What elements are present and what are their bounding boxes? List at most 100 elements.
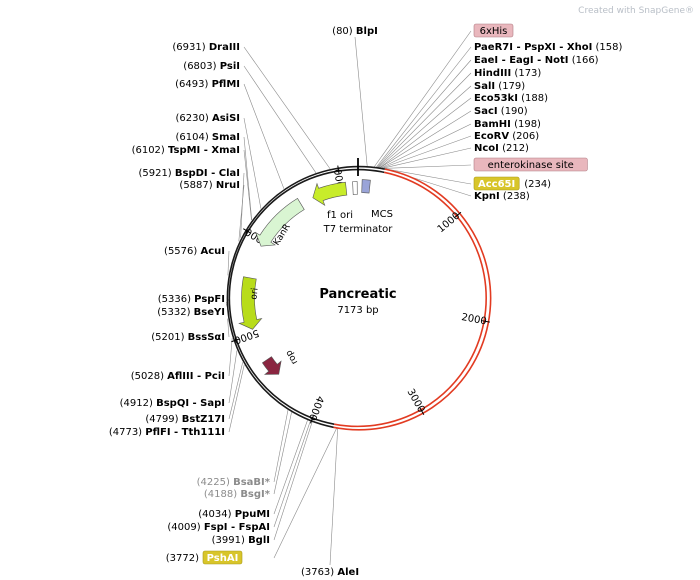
site-text: (4912) BspQI - SapI [120, 398, 225, 409]
site-label-nrui: (5887) NruI [179, 180, 240, 191]
tick-mark [481, 320, 490, 323]
backbone-arc [226, 165, 385, 429]
site-text: (4225) BsaBI* [197, 477, 271, 488]
leader-lines [225, 30, 472, 566]
site-text: (6102) TspMI - XmaI [132, 145, 240, 156]
feature-label-t7-terminator: T7 terminator [323, 224, 394, 235]
site-label-enterokinase-site: enterokinase site [473, 157, 588, 172]
site-label-tspmi-xmai: (6102) TspMI - XmaI [132, 145, 240, 156]
site-label-eaei-eagi-noti: EaeI - EagI - NotI (166) [474, 55, 599, 66]
site-label-saci: SacI (190) [474, 106, 528, 117]
site-label-paer7i-pspxi-xhoi: PaeR7I - PspXI - XhoI (158) [474, 42, 622, 53]
site-label-bgli: (3991) BglI [212, 535, 270, 546]
site-text: (5887) NruI [179, 180, 240, 191]
feature-f1-ori [312, 181, 348, 207]
tick-label: 2000 [460, 312, 487, 327]
feature-label-f1-ori: f1 ori [327, 210, 353, 221]
site-label-bstz17i: (4799) BstZ17I [145, 414, 225, 425]
insert-arc [333, 168, 492, 431]
tick-mark [419, 407, 425, 415]
leader-line [243, 136, 252, 220]
leader-line [379, 110, 472, 169]
leader-line [243, 83, 285, 189]
leader-line [228, 362, 243, 420]
feature-rop [261, 356, 282, 375]
site-label-pspfi: (5336) PspFI [158, 294, 225, 305]
plasmid-name: Pancreatic [319, 287, 396, 302]
leader-line [243, 65, 317, 174]
leader-line [273, 409, 289, 483]
site-text: (3763) AleI [301, 567, 359, 578]
tick-label: 3000 [405, 387, 427, 415]
leader-line [378, 85, 472, 168]
leader-line [243, 117, 262, 209]
site-text: PaeR7I - PspXI - XhoI (158) [474, 42, 622, 53]
site-text: EcoRV (206) [474, 131, 539, 142]
site-text: (4799) BstZ17I [145, 414, 225, 425]
leader-line [381, 135, 472, 169]
site-text: SalI (179) [474, 81, 525, 92]
site-text: (5332) BseYI [157, 307, 225, 318]
tick-mark [231, 338, 240, 343]
site-text: (5028) AflIII - PciI [131, 371, 225, 382]
site-label-pflmi: (6493) PflMI [175, 79, 240, 90]
leader-line [227, 250, 230, 276]
site-name: Acc65I [478, 179, 515, 190]
site-text: (5576) AcuI [164, 246, 225, 257]
tick-mark [454, 211, 462, 218]
leader-line [379, 97, 472, 169]
site-label-kpni: KpnI (238) [474, 191, 530, 202]
site-label-afliii-pcii: (5028) AflIII - PciI [131, 371, 225, 382]
site-label-sali: SalI (179) [474, 81, 525, 92]
backbone-arc [228, 168, 385, 425]
leader-line [376, 59, 472, 168]
unique-site-tag [473, 176, 520, 191]
leader-line [238, 184, 245, 242]
site-text: BamHI (198) [474, 119, 541, 130]
tick-label: 1000 [436, 210, 463, 235]
leader-line [384, 168, 472, 185]
tick-label: 4000 [306, 394, 325, 422]
leader-line [273, 421, 311, 528]
site-text: SacI (190) [474, 106, 528, 117]
leader-line [383, 164, 472, 169]
site-label-bamhi: BamHI (198) [474, 119, 541, 130]
site-text: (3991) BglI [212, 535, 270, 546]
site-label-psii: (6803) PsiI [183, 61, 240, 72]
leader-line [228, 337, 233, 377]
site-text: (4773) PflFI - Tth111I [109, 427, 225, 438]
leader-line [273, 412, 292, 495]
feature-tag [473, 23, 514, 38]
feature-label-mcs: MCS [371, 209, 393, 220]
site-label-acc65i: Acc65I (234) [473, 176, 551, 191]
site-position: (234) [524, 179, 551, 190]
feature-ori [238, 276, 263, 330]
site-name: enterokinase site [488, 160, 574, 171]
leader-line [375, 46, 472, 168]
leader-line [354, 36, 368, 167]
leader-line [273, 428, 337, 559]
site-label-bsabi-: (4225) BsaBI* [197, 477, 271, 488]
site-label-hindiii: HindIII (173) [474, 68, 541, 79]
leader-line [329, 428, 338, 566]
leader-line [228, 364, 245, 433]
site-label-bsgi-: (4188) BsgI* [204, 489, 271, 500]
unique-site-tag [202, 550, 243, 565]
site-text: (5336) PspFI [158, 294, 225, 305]
site-text: (4009) FspI - FspAI [167, 522, 270, 533]
site-text: (6104) SmaI [175, 132, 240, 143]
site-text: (5921) BspDI - ClaI [138, 168, 240, 179]
tick-mark [243, 228, 251, 234]
site-text: (4034) PpuMI [198, 509, 270, 520]
leader-line [273, 419, 308, 515]
plasmid-size: 7173 bp [337, 305, 378, 316]
site-text: Eco53kI (188) [474, 93, 548, 104]
tick-label: 5000 [233, 327, 261, 346]
leader-line [243, 46, 331, 170]
site-name: 6xHis [480, 26, 508, 37]
backbone-ring [226, 158, 492, 431]
site-text: NcoI (212) [474, 143, 529, 154]
feature-tag [473, 157, 588, 172]
leader-line [373, 30, 472, 168]
